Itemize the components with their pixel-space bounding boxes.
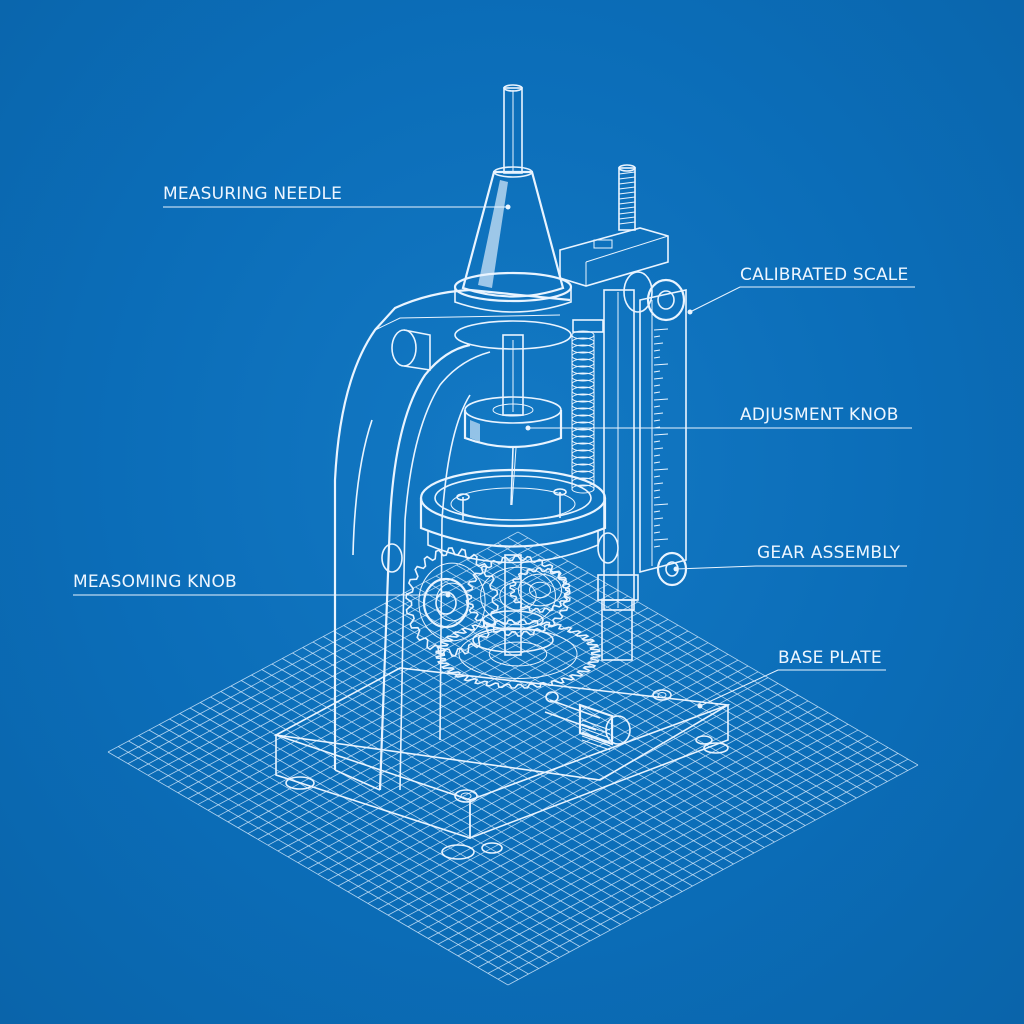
callout-gear-assembly: GEAR ASSEMBLY <box>757 543 901 563</box>
leader-lines <box>73 204 915 709</box>
measuring-table <box>419 468 607 564</box>
front-adjust-screw <box>544 691 631 751</box>
base-plate <box>273 667 731 860</box>
callout-adjustment-knob: ADJUSMENT KNOB <box>740 405 899 425</box>
callout-measuring-needle: MEASURING NEEDLE <box>163 184 343 204</box>
gear-assembly <box>405 547 601 689</box>
callout-base-plate: BASE PLATE <box>778 648 882 668</box>
main-frame <box>333 288 571 791</box>
callout-measuring-knob: MEASOMING KNOB <box>73 572 237 592</box>
floor-grid <box>107 531 919 986</box>
calibrated-scale-assembly <box>559 164 688 661</box>
callout-calibrated-scale: CALIBRATED SCALE <box>740 265 909 285</box>
